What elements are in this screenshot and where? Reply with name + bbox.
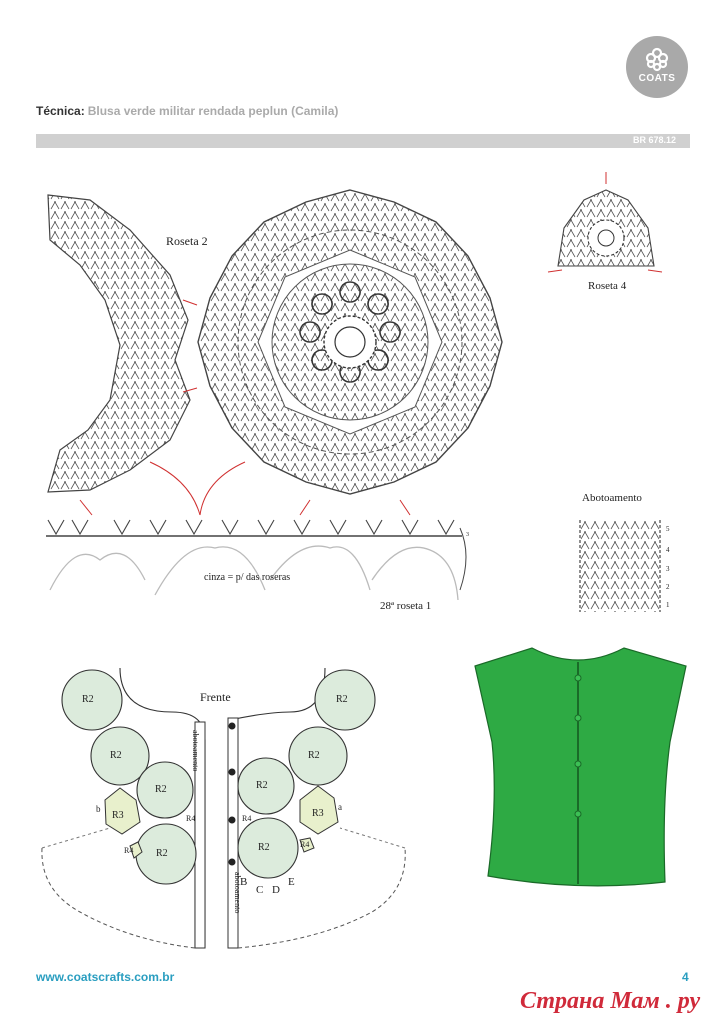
side-label-a: a xyxy=(338,802,342,812)
rosette-r2-6: R2 xyxy=(308,750,320,761)
side-label-b: b xyxy=(96,804,101,814)
rosette-r3-right: R3 xyxy=(312,808,324,819)
row-number-2: 2 xyxy=(666,583,670,591)
roseta2-medallion xyxy=(197,189,503,495)
rosette-r2-7: R2 xyxy=(256,780,268,791)
roseta2-label: Roseta 2 xyxy=(166,234,208,248)
rosette-r4-1: R4 xyxy=(186,814,196,823)
rosette-r3-left: R3 xyxy=(112,810,124,821)
rosette-r4-4: R4 xyxy=(300,840,310,849)
rosette-r2-3: R2 xyxy=(155,784,167,795)
letter-e: E xyxy=(288,876,295,888)
header-title: Blusa verde militar rendada peplun (Cami… xyxy=(87,104,339,118)
site-watermark: Страна Мам . ру xyxy=(520,988,701,1014)
rosette-r4-3: R4 xyxy=(124,846,134,855)
letter-d: D xyxy=(272,884,280,896)
schematic-rosettes xyxy=(61,669,376,885)
coats-logo: COATS xyxy=(626,36,688,98)
page-header: Técnica:Blusa verde militar rendada pepl… xyxy=(36,104,338,118)
header-label: Técnica: xyxy=(36,104,85,118)
rosette-r2-4: R2 xyxy=(156,848,168,859)
abotoamento-label: Abotoamento xyxy=(582,492,642,504)
code-bar: BR 678.12 xyxy=(36,134,690,148)
rosette-r2-1: R2 xyxy=(82,694,94,705)
roseta4-label: Roseta 4 xyxy=(588,280,627,292)
edging-row-number: 3 xyxy=(466,532,469,538)
edging-chart xyxy=(46,519,467,601)
rosette-r4-2: R4 xyxy=(242,814,252,823)
row-number-5: 5 xyxy=(666,525,670,533)
pattern-code: BR 678.12 xyxy=(632,135,676,145)
joining-lines xyxy=(79,172,663,516)
frente-label: Frente xyxy=(200,690,231,704)
abotoamento-vertical-1: abotoamento xyxy=(191,730,200,772)
letter-c: C xyxy=(256,884,264,896)
roseta1-label: 28ª roseta 1 xyxy=(380,600,432,612)
logo-text: COATS xyxy=(638,73,676,84)
row-number-3: 3 xyxy=(666,565,670,573)
footer-url-link[interactable]: www.coatscrafts.com.br xyxy=(36,970,175,984)
page-number: 4 xyxy=(682,970,689,984)
schematic-stars xyxy=(104,785,339,859)
rosette-r2-5: R2 xyxy=(336,694,348,705)
logo-mark-icon xyxy=(645,47,669,72)
garment-back-illustration xyxy=(474,647,687,887)
roseta4-motif xyxy=(557,189,655,267)
row-number-4: 4 xyxy=(666,546,670,554)
rosette-r2-2: R2 xyxy=(110,750,122,761)
row-number-1: 1 xyxy=(666,601,670,609)
cinza-note: cinza = p/ das roseras xyxy=(204,572,291,583)
roseta2-left-half xyxy=(47,194,191,493)
abotoamento-chart xyxy=(579,520,661,612)
letter-b: B xyxy=(240,876,248,888)
front-schematic xyxy=(41,667,406,949)
rosette-r2-8: R2 xyxy=(258,842,270,853)
